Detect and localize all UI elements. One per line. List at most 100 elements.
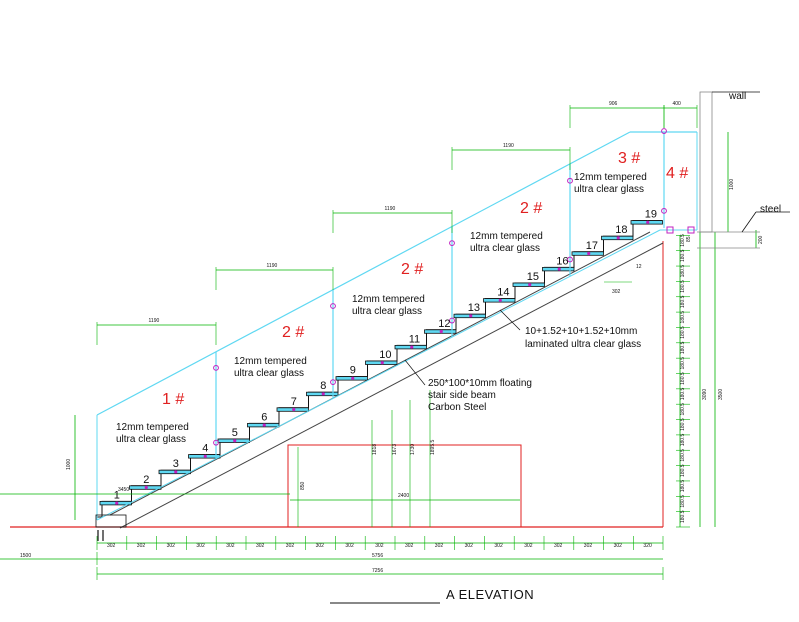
glass-clamp-icon	[661, 128, 667, 134]
step-number: 10	[379, 349, 391, 361]
laminated-spec-label: 10+1.52+10+1.52+10mm	[525, 326, 637, 337]
glass-spec-label: 12mm tempered	[470, 231, 543, 242]
glass-spec-label: 12mm tempered	[234, 356, 307, 367]
dim-3500-label: 3500	[718, 389, 724, 400]
tread-bolt-icon	[144, 485, 148, 490]
detail-302-label: 302	[612, 289, 621, 295]
tread-bolt-icon	[262, 423, 266, 427]
riser-height-label: 180.5	[680, 480, 686, 493]
step-width-label: 302	[256, 543, 265, 549]
riser-height-label: 180.5	[680, 280, 686, 293]
tread-bolt-icon	[321, 392, 325, 396]
tread-bolt-icon	[557, 267, 561, 271]
panel-number-label: 1 #	[162, 391, 184, 408]
panel-number-label: 3 #	[618, 150, 640, 167]
glass-clamp-icon	[213, 439, 219, 446]
riser-height-label: 180.5	[680, 387, 686, 400]
top-dimension-label: 1190	[267, 263, 278, 269]
top-dimension-label: 1190	[149, 318, 160, 324]
glass-spec-label: ultra clear glass	[574, 184, 644, 195]
glass-clamp-icon	[567, 256, 573, 263]
glass-spec-label: 12mm tempered	[116, 422, 189, 433]
step-width-label: 302	[465, 543, 474, 549]
step-number: 5	[232, 427, 238, 439]
step-number: 19	[645, 209, 657, 221]
glass-spec-label: 12mm tempered	[352, 294, 425, 305]
glass-clamp-icon	[449, 240, 455, 247]
step-width-label: 302	[316, 543, 325, 549]
laminated-leader	[499, 309, 521, 331]
height-dim-label: 1895.5	[430, 439, 436, 455]
step-number: 6	[261, 411, 267, 423]
tread-bolt-icon	[528, 283, 532, 287]
beam-spec-label: 250*100*10mm floating	[428, 378, 532, 389]
step-number: 16	[556, 255, 568, 267]
step-number: 14	[497, 287, 509, 299]
height-dim-label: 1818	[372, 444, 378, 455]
wall-label: wall	[728, 91, 746, 102]
panel-number-label: 2 #	[520, 200, 542, 217]
glass-clamp-icon	[567, 177, 573, 184]
step-width-label: 302	[226, 543, 235, 549]
riser-height-label: 180.5	[680, 341, 686, 354]
wall-post	[699, 91, 713, 233]
tread-bolt-icon	[616, 236, 620, 240]
dim-200-label: 200	[758, 235, 764, 244]
laminated-spec-label: laminated ultra clear glass	[525, 339, 641, 350]
step-width-label: 302	[584, 543, 593, 549]
riser-height-label: 180.5	[680, 265, 686, 278]
height-dim-label: 1673	[392, 444, 398, 455]
glass-spec-label: 12mm tempered	[574, 172, 647, 183]
riser-height-label: 180.5	[680, 311, 686, 324]
riser-height-label: 180.5	[680, 403, 686, 416]
riser-height-label: 180.5	[680, 449, 686, 462]
dim-2400-label: 2400	[398, 493, 409, 499]
step-number: 2	[143, 474, 149, 486]
step-width-label: 302	[345, 543, 354, 549]
glass-clamp-icon	[330, 379, 336, 386]
step-width-label: 302	[196, 543, 205, 549]
glass-clamp-icon	[330, 303, 336, 309]
step-number: 8	[320, 380, 326, 392]
riser-height-label: 180.5	[680, 372, 686, 385]
panel-number-label: 2 #	[401, 261, 423, 278]
glass-top-edge	[96, 131, 631, 416]
detail-12-label: 12	[636, 264, 642, 270]
top-dimension-label: 400	[673, 101, 682, 107]
stair-beam-bottom	[119, 242, 664, 529]
top-dimension-label: 906	[609, 101, 618, 107]
step-width-label: 302	[435, 543, 444, 549]
step-width-label: 302	[107, 543, 116, 549]
step-number: 13	[468, 302, 480, 314]
step-number: 3	[173, 458, 179, 470]
riser-height-label: 180.5	[680, 295, 686, 308]
tread-bolt-icon	[115, 501, 119, 505]
glass-bottom-edge	[96, 229, 661, 521]
step-width-label: 302	[405, 543, 414, 549]
step-number: 15	[527, 271, 539, 283]
door-opening	[287, 444, 522, 528]
tread-bolt-icon	[174, 470, 178, 474]
tread-bolt-icon	[646, 220, 650, 224]
tread-bolt-icon	[410, 345, 414, 349]
dim-3090-label: 3090	[702, 389, 708, 400]
panel-number-label: 4 #	[666, 165, 688, 182]
step-width-label: 302	[286, 543, 295, 549]
dim-5756-label: 5756	[372, 553, 383, 559]
riser-height-label: 180.5	[680, 464, 686, 477]
top-dimension-label: 1190	[503, 143, 514, 149]
dim-85-label: 85	[686, 236, 692, 242]
step-width-label: 302	[375, 543, 384, 549]
drawing-title: A ELEVATION	[446, 587, 534, 602]
riser-height-label: 180.5	[680, 418, 686, 431]
steel-leader	[741, 211, 757, 233]
riser-height-label: 180.5	[680, 357, 686, 370]
glass-spec-label: ultra clear glass	[352, 306, 422, 317]
step-number: 17	[586, 240, 598, 252]
glass-spec-label: ultra clear glass	[470, 243, 540, 254]
step-number: 7	[291, 396, 297, 408]
dim-7256-label: 7256	[372, 568, 383, 574]
step-width-label: 302	[137, 543, 146, 549]
dim-1000-label: 1000	[729, 179, 735, 190]
stair-beam-top	[109, 231, 651, 516]
